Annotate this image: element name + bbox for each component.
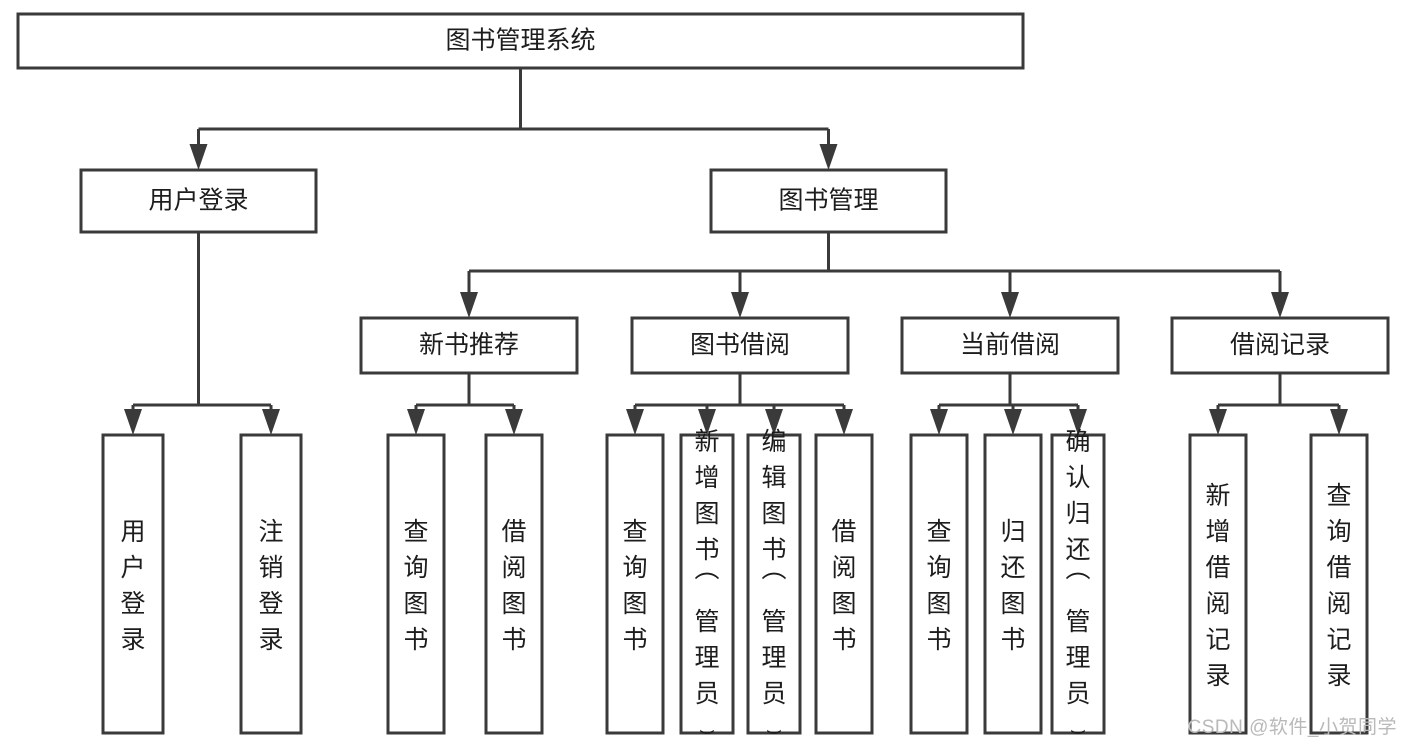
arrow-to-leaf-2-2 [765,409,783,435]
node-rect [1170,316,1390,375]
node-label: 查询图书 [926,518,951,654]
connectors-layer [124,68,1348,435]
node-rect [746,433,802,735]
node-box-leaf-0[interactable]: 用户登录 [101,433,165,735]
node-box-leaf-8[interactable]: 查询图书 [909,433,969,735]
node-rect [239,433,303,735]
node-box-leaf-1[interactable]: 注销登录 [239,433,303,735]
node-box-leaf-7[interactable]: 借阅图书 [814,433,874,735]
node-box-leaf-2[interactable]: 查询图书 [386,433,446,735]
arrow-to-level3-0 [460,292,478,318]
node-rect [814,433,874,735]
node-box-leaf-11[interactable]: 新增借阅记录 [1188,433,1248,735]
arrow-to-level3-3 [1271,292,1289,318]
node-box-leaf-6[interactable]: 编辑图书⌒管理员⌣ [746,428,802,744]
node-label: 当前借阅 [960,331,1060,359]
arrow-to-leaf-3-2 [1069,409,1087,435]
arrow-to-leaf-0-0 [124,409,142,435]
node-label: 查询借阅记录 [1326,482,1351,690]
node-label: 用户登录 [120,518,145,654]
node-box-leaf-10[interactable]: 确认归还⌒管理员⌣ [1050,428,1106,744]
node-box-leaf-9[interactable]: 归还图书 [983,433,1043,735]
node-label: 注销登录 [258,518,283,654]
node-label: 借阅图书 [501,518,526,654]
node-rect [484,433,544,735]
node-rect [1309,433,1369,735]
node-box-l2-1[interactable]: 图书管理 [709,168,948,234]
node-rect [630,316,850,375]
nodes-layer: 图书管理系统用户登录图书管理新书推荐图书借阅当前借阅借阅记录用户登录注销登录查询… [16,12,1390,744]
node-rect [79,168,318,234]
arrow-to-level3-1 [731,292,749,318]
arrow-to-level2-0 [189,144,208,170]
node-label: 查询图书 [403,518,428,654]
arrow-to-leaf-1-1 [505,409,523,435]
node-rect [909,433,969,735]
node-rect [983,433,1043,735]
node-box-l2-0[interactable]: 用户登录 [79,168,318,234]
node-box-l3-2[interactable]: 当前借阅 [900,316,1120,375]
node-label: 确认归还⌒管理员⌣ [1065,428,1090,744]
arrow-to-leaf-4-0 [1209,409,1227,435]
node-rect [709,168,948,234]
node-label: 新书推荐 [419,331,519,359]
node-rect [101,433,165,735]
arrow-to-leaf-2-3 [835,409,853,435]
arrow-to-leaf-3-1 [1004,409,1022,435]
node-rect [386,433,446,735]
arrow-to-leaf-1-0 [407,409,425,435]
node-label: 新增借阅记录 [1205,482,1230,690]
node-rect [605,433,665,735]
node-label: 借阅记录 [1230,331,1330,359]
node-label: 编辑图书⌒管理员⌣ [761,428,786,744]
node-label: 用户登录 [148,187,248,215]
node-rect [679,433,735,735]
node-box-leaf-4[interactable]: 查询图书 [605,433,665,735]
node-label: 图书管理系统 [445,27,595,55]
arrow-to-level2-1 [819,144,838,170]
node-box-leaf-3[interactable]: 借阅图书 [484,433,544,735]
node-label: 新增图书⌒管理员⌣ [694,428,719,744]
node-label: 图书管理 [778,187,878,215]
arrow-to-level3-2 [1001,292,1019,318]
arrow-to-leaf-2-0 [626,409,644,435]
node-rect [900,316,1120,375]
arrow-to-leaf-0-1 [262,409,280,435]
node-box-root[interactable]: 图书管理系统 [16,12,1025,70]
node-label: 图书借阅 [690,331,790,359]
node-box-leaf-5[interactable]: 新增图书⌒管理员⌣ [679,428,735,744]
node-rect [16,12,1025,70]
node-rect [359,316,579,375]
node-box-l3-3[interactable]: 借阅记录 [1170,316,1390,375]
node-box-l3-1[interactable]: 图书借阅 [630,316,850,375]
node-rect [1050,433,1106,735]
node-label: 查询图书 [622,518,647,654]
node-label: 归还图书 [1000,518,1025,654]
arrow-to-leaf-4-1 [1330,409,1348,435]
node-box-l3-0[interactable]: 新书推荐 [359,316,579,375]
arrow-to-leaf-2-1 [698,409,716,435]
node-label: 借阅图书 [831,518,856,654]
node-box-leaf-12[interactable]: 查询借阅记录 [1309,433,1369,735]
arrow-to-leaf-3-0 [930,409,948,435]
node-rect [1188,433,1248,735]
